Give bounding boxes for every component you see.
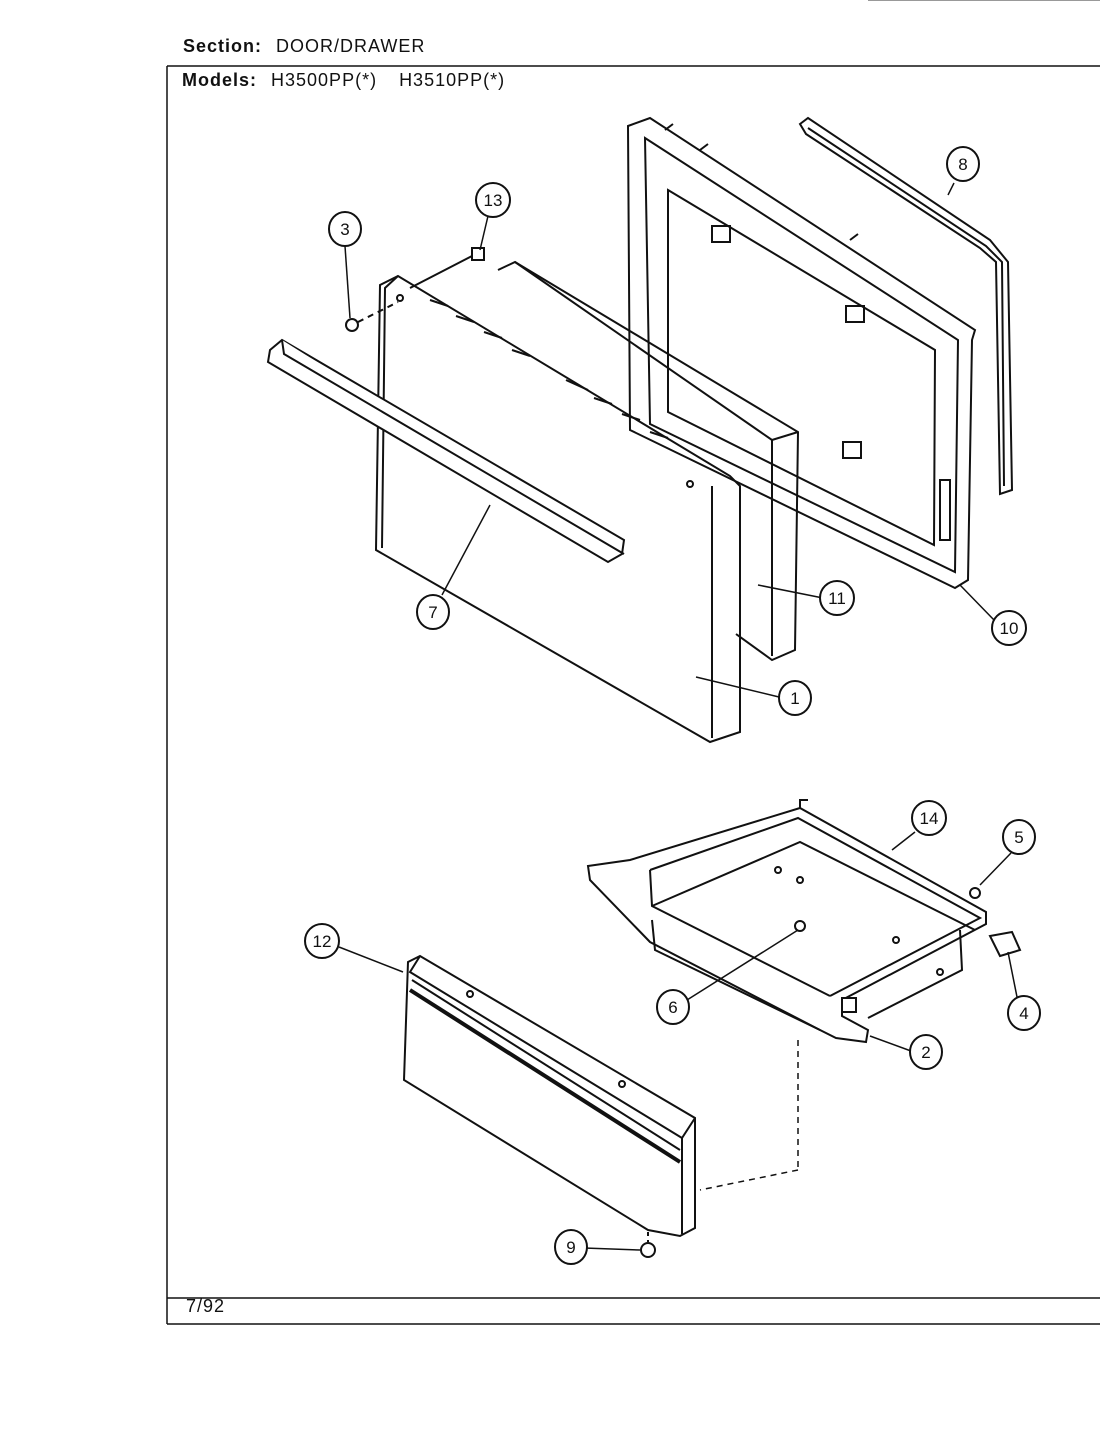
- door-insulation: [497, 260, 800, 662]
- screw-6: [794, 920, 806, 932]
- callout-9: 9: [554, 1229, 588, 1265]
- callout-10: 10: [991, 610, 1027, 646]
- bumper-4: [988, 930, 1022, 958]
- callout-10-text: 10: [1000, 619, 1019, 638]
- callout-14: 14: [911, 800, 947, 836]
- callout-8: 8: [946, 146, 980, 182]
- callout-6: 6: [656, 989, 690, 1025]
- callout-13-text: 13: [484, 191, 503, 210]
- callouts: 1 2 3 4 5 6 7 8 9 10 11 12 13 14: [304, 146, 1041, 1265]
- callout-11: 11: [819, 580, 855, 616]
- callout-5-text: 5: [1014, 828, 1023, 847]
- callout-4: 4: [1007, 995, 1041, 1031]
- callout-3: 3: [328, 211, 362, 247]
- door-handle: [266, 338, 626, 564]
- outer-door-panel: [374, 274, 741, 744]
- models-line: Models: H3500PP(*) H3510PP(*): [182, 70, 527, 91]
- callout-12-text: 12: [313, 932, 332, 951]
- callout-13: 13: [475, 182, 511, 218]
- section-value: DOOR/DRAWER: [276, 36, 426, 56]
- drawer-front-panel: [402, 954, 696, 1238]
- callout-8-text: 8: [958, 155, 967, 174]
- callout-7-text: 7: [428, 603, 437, 622]
- hardware: [794, 887, 1022, 1013]
- model-2: H3510PP(*): [399, 70, 506, 90]
- callout-9-text: 9: [566, 1238, 575, 1257]
- door-inner-frame: [626, 116, 977, 590]
- callout-2: 2: [909, 1034, 943, 1070]
- screw-13: [409, 247, 485, 289]
- page-frame: [166, 65, 1100, 1325]
- callout-14-text: 14: [920, 809, 939, 828]
- callout-2-text: 2: [921, 1043, 930, 1062]
- revision-date: 7/92: [186, 1296, 226, 1316]
- callout-11-text: 11: [828, 589, 846, 608]
- models-label: Models:: [182, 70, 258, 90]
- callout-1-text: 1: [790, 689, 799, 708]
- callout-7: 7: [416, 594, 450, 630]
- screw-5: [969, 887, 981, 899]
- drawer-dashed-guide: [699, 1040, 799, 1191]
- nut-3: [345, 301, 399, 332]
- callout-1: 1: [778, 680, 812, 716]
- section-label: Section:: [183, 36, 263, 56]
- nut-9: [640, 1232, 656, 1258]
- section-line: Section: DOOR/DRAWER: [183, 36, 425, 57]
- door-gasket: [798, 116, 1014, 496]
- callout-5: 5: [1002, 819, 1036, 855]
- callout-4-text: 4: [1019, 1004, 1028, 1023]
- callout-6-text: 6: [668, 998, 677, 1017]
- clip-2: [841, 997, 857, 1013]
- leader-lines: [338, 182, 1018, 1251]
- top-rule: [868, 0, 1100, 1]
- model-1: H3500PP(*): [271, 70, 378, 90]
- callout-12: 12: [304, 923, 340, 959]
- drawer-body: [586, 799, 987, 1044]
- callout-3-text: 3: [340, 220, 349, 239]
